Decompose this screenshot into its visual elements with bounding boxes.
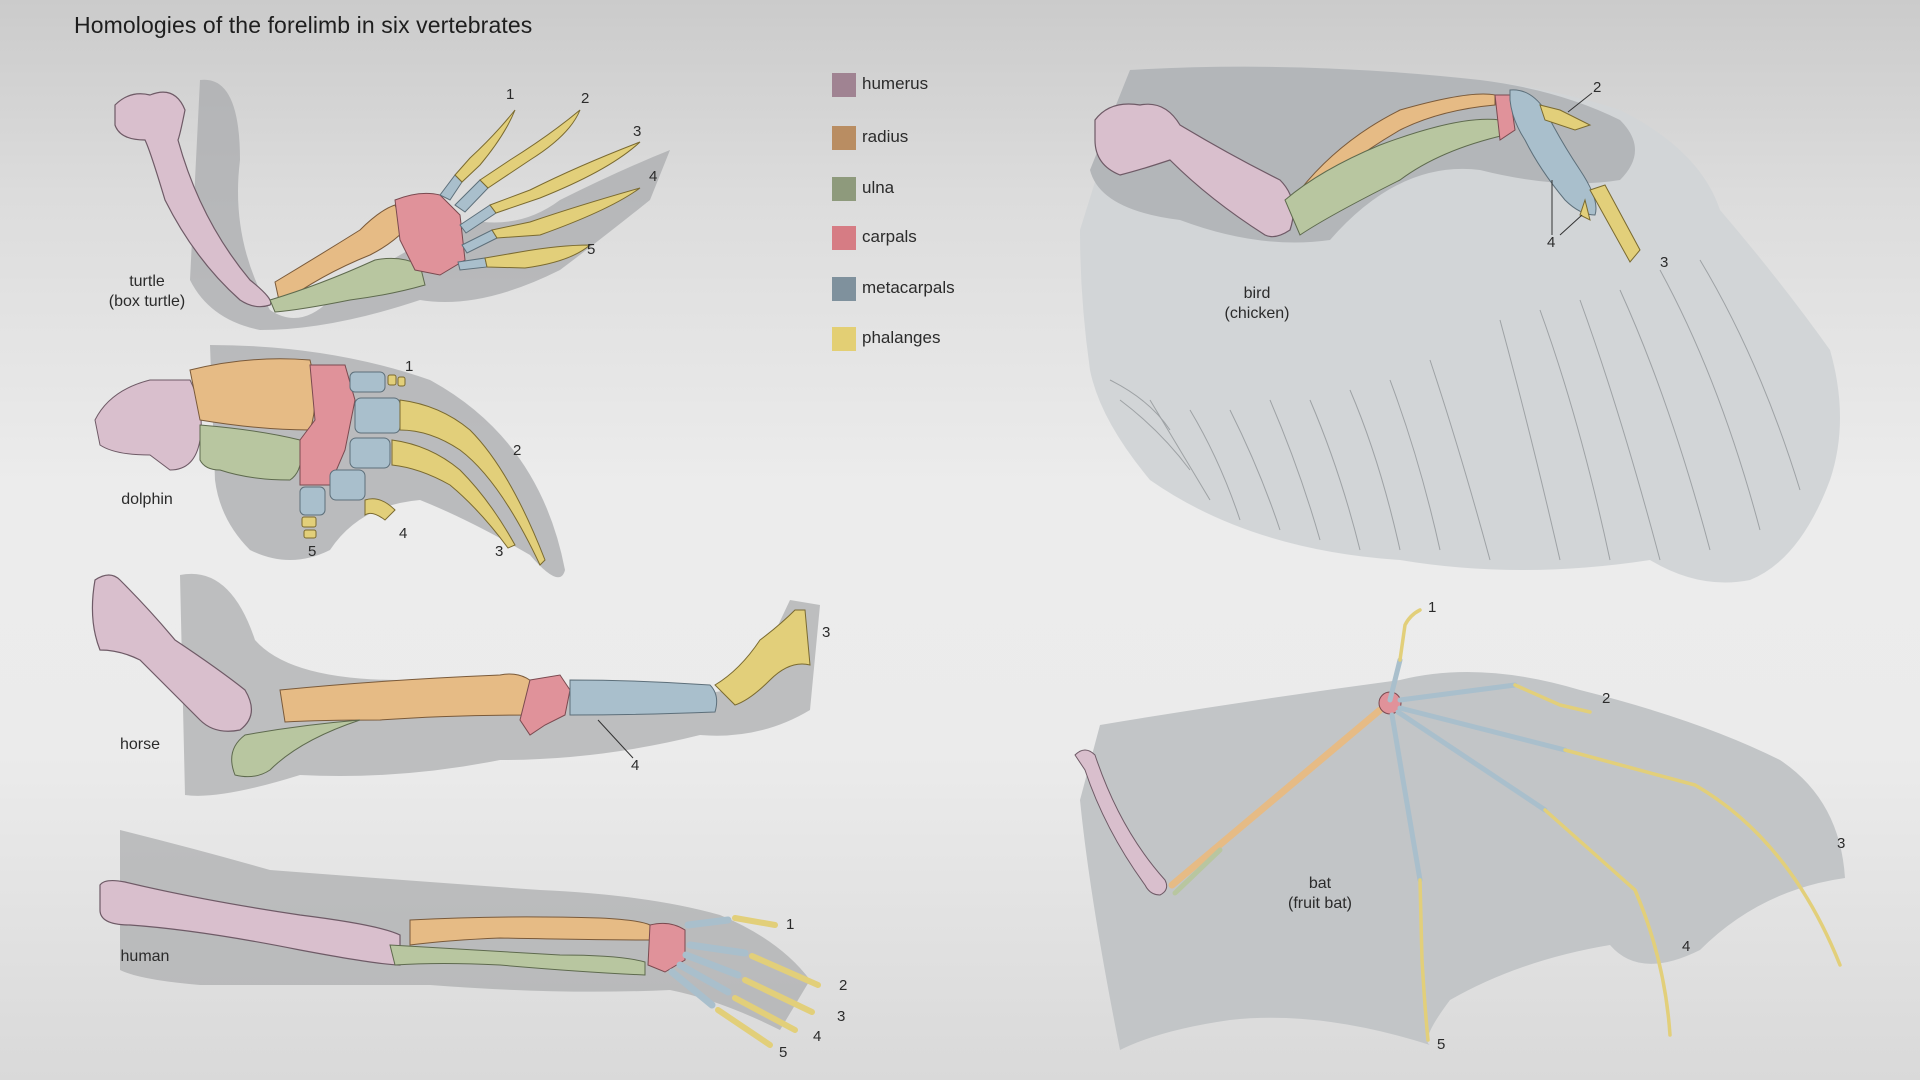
bat-label: bat (fruit bat) <box>1278 874 1362 914</box>
bird-leader-lines <box>1551 92 1593 236</box>
turtle-metacarpals <box>439 174 498 271</box>
dolphin-label: dolphin <box>110 490 184 510</box>
bird-name: bird <box>1243 285 1271 302</box>
bat-limb <box>1074 608 1842 1042</box>
human-digit-5: 5 <box>779 1044 788 1061</box>
legend-label: humerus <box>862 74 929 93</box>
swatch-humerus <box>832 73 856 97</box>
turtle-humerus <box>114 91 272 308</box>
horse-humerus <box>91 574 252 732</box>
dolphin-digit-1: 1 <box>405 358 414 375</box>
bat-phalanges <box>1398 608 1842 1042</box>
turtle-digit-2: 2 <box>581 90 590 107</box>
turtle-ulna <box>269 257 426 313</box>
bird-digit-3: 3 <box>1660 254 1669 271</box>
legend-label: ulna <box>862 178 895 197</box>
horse-metacarpals <box>569 679 718 716</box>
bat-humerus <box>1074 749 1168 896</box>
legend-label: phalanges <box>862 328 941 347</box>
bird-humerus <box>1094 103 1294 238</box>
bat-name: bat <box>1308 875 1332 892</box>
bird-label: bird (chicken) <box>1215 284 1299 324</box>
dolphin-ulna <box>199 424 302 481</box>
bat-digit-4: 4 <box>1682 938 1691 955</box>
page-title: Homologies of the forelimb in six verteb… <box>74 12 533 38</box>
turtle-digit-5: 5 <box>587 241 596 258</box>
human-limb <box>99 879 821 1048</box>
turtle-label: turtle (box turtle) <box>100 272 194 312</box>
human-label: human <box>110 947 180 967</box>
legend-label: metacarpals <box>862 278 955 297</box>
horse-ulna <box>231 719 361 778</box>
dolphin-radius <box>189 358 316 431</box>
horse-carpals <box>519 674 571 736</box>
turtle-carpals <box>394 192 466 276</box>
bat-digit-1: 1 <box>1428 599 1437 616</box>
turtle-digit-4: 4 <box>649 168 658 185</box>
human-digit-1: 1 <box>786 916 795 933</box>
horse-digit-3: 3 <box>822 624 831 641</box>
bird-phalanges <box>1539 104 1641 263</box>
horse-digit-4: 4 <box>631 757 640 774</box>
swatch-phalanges <box>832 327 856 351</box>
human-digit-4: 4 <box>813 1028 822 1045</box>
swatch-ulna <box>832 177 856 201</box>
turtle-phalanges <box>454 109 641 269</box>
bird-digit-4: 4 <box>1547 234 1556 251</box>
legend-label: carpals <box>862 227 917 246</box>
turtle-digit-1: 1 <box>506 86 515 103</box>
bat-digit-5: 5 <box>1437 1036 1446 1053</box>
dolphin-digit-2: 2 <box>513 442 522 459</box>
swatch-carpals <box>832 226 856 250</box>
bird-limb <box>1094 89 1641 263</box>
human-metacarpals <box>668 916 749 1009</box>
human-digit-3: 3 <box>837 1008 846 1025</box>
bat-radius <box>1168 706 1384 889</box>
dolphin-metacarpals <box>299 371 401 516</box>
dolphin-humerus <box>94 379 202 471</box>
dolphin-digit-3: 3 <box>495 543 504 560</box>
dolphin-limb <box>94 358 546 566</box>
bird-digit-2: 2 <box>1593 79 1602 96</box>
horse-leader-line-4 <box>597 719 634 759</box>
horse-phalanges <box>714 609 811 706</box>
human-ulna <box>389 944 646 976</box>
horse-limb <box>91 574 811 778</box>
human-carpals <box>647 922 686 973</box>
bat-digit-2: 2 <box>1602 690 1611 707</box>
bat-subname: (fruit bat) <box>1287 895 1352 912</box>
turtle-limb <box>114 91 641 313</box>
dolphin-digit-4: 4 <box>399 525 408 542</box>
turtle-name: turtle <box>129 273 165 290</box>
bat-digit-3: 3 <box>1837 835 1846 852</box>
turtle-subname: (box turtle) <box>108 293 186 310</box>
bat-ulna <box>1172 847 1223 896</box>
turtle-shadow <box>190 79 670 330</box>
bird-carpals <box>1494 94 1516 141</box>
human-phalanges <box>715 915 821 1048</box>
human-digit-2: 2 <box>839 977 848 994</box>
bat-metacarpals <box>1387 657 1568 883</box>
human-name: human <box>120 948 170 965</box>
dolphin-phalanges <box>301 374 546 566</box>
horse-label: horse <box>110 735 170 755</box>
dolphin-digit-5: 5 <box>308 543 317 560</box>
turtle-digit-3: 3 <box>633 123 642 140</box>
horse-name: horse <box>119 736 161 753</box>
legend-label: radius <box>862 127 909 146</box>
bird-subname: (chicken) <box>1224 305 1290 322</box>
bat-membrane <box>1080 672 1845 1050</box>
dolphin-name: dolphin <box>121 491 173 508</box>
swatch-metacarpals <box>832 277 856 301</box>
horse-shadow <box>180 573 820 796</box>
swatch-radius <box>832 126 856 150</box>
